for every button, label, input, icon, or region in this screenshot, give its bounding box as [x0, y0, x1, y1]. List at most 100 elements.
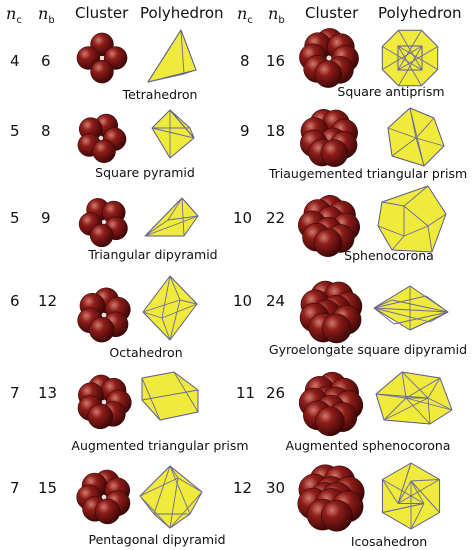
- entry-7-nc: 9: [240, 122, 250, 140]
- polyhedron-4-edge: [141, 377, 161, 421]
- entry-2-name: Triangular dipyramid: [88, 247, 218, 262]
- polyhedron-9-edge: [373, 307, 395, 325]
- polyhedron-2-edge: [144, 215, 199, 237]
- polyhedron-7-edge: [391, 137, 417, 157]
- polyhedron-10-edge: [405, 397, 431, 425]
- polyhedron-0-face2: [147, 29, 197, 83]
- cluster-9-sphere: [321, 313, 352, 344]
- entry-2-nb: 9: [41, 209, 51, 227]
- cluster-8-sphere: [313, 228, 343, 258]
- polyhedron-2-edge: [144, 219, 169, 237]
- entry-1-nb: 8: [41, 122, 51, 140]
- entry-4-nc: 7: [10, 384, 20, 402]
- polyhedron-6-edge: [397, 30, 422, 71]
- entry-8-nc: 10: [233, 209, 253, 227]
- polyhedron-9-edge: [373, 307, 431, 323]
- polyhedron-5-edge: [169, 513, 191, 529]
- polyhedron-3-edge: [161, 317, 171, 341]
- polyhedron-8-edge: [403, 225, 429, 237]
- cluster-3-sphere: [89, 316, 115, 343]
- entry-3-nc: 6: [10, 292, 20, 310]
- polyhedron-0-edge: [180, 29, 185, 75]
- polyhedron-5-edge: [169, 465, 191, 515]
- polyhedron-3-edge: [142, 311, 163, 319]
- polyhedron-5-edge: [169, 465, 203, 493]
- polyhedron-5-edge: [177, 477, 203, 493]
- entry-2-nc: 5: [10, 209, 20, 227]
- polyhedron-7-edge: [415, 117, 435, 139]
- polyhedron-3-edge: [161, 275, 171, 319]
- polyhedron-11-edge: [410, 480, 440, 513]
- polyhedron-5-edge: [169, 465, 179, 479]
- polyhedron-9-edge: [429, 311, 449, 323]
- polyhedron-11-edge: [410, 503, 425, 530]
- cluster-5-sphere: [94, 498, 121, 525]
- cluster-0-sphere: [90, 59, 114, 84]
- entry-3-name: Octahedron: [109, 345, 183, 360]
- entry-7-nb: 18: [266, 122, 286, 140]
- polyhedron-10-edge: [375, 393, 429, 399]
- polyhedron-8-edge: [427, 213, 447, 227]
- header-cluster-left: Cluster: [75, 4, 129, 22]
- polyhedron-5-edge: [189, 491, 203, 515]
- polyhedron-3-edge: [142, 299, 181, 313]
- polyhedron-1-face: [151, 109, 195, 159]
- entry-8-nb: 22: [266, 209, 286, 227]
- polyhedron-6-edge: [398, 45, 423, 86]
- entry-6-nb: 16: [266, 52, 286, 70]
- polyhedron-9-edge: [373, 307, 449, 313]
- polyhedron-5-edge: [169, 491, 203, 529]
- entry-10-nc: 11: [236, 384, 256, 402]
- polyhedron-0-edge: [183, 69, 197, 75]
- polyhedron-9-edge: [425, 295, 449, 313]
- entry-9-nc: 10: [233, 292, 253, 310]
- entry-11-nc: 12: [233, 479, 253, 497]
- polyhedron-10-edge: [383, 397, 407, 421]
- entry-10-nb: 26: [266, 384, 286, 402]
- polyhedron-8-edge: [391, 235, 405, 251]
- polyhedron-5-face: [139, 465, 203, 529]
- polyhedron-9-edge: [373, 299, 393, 309]
- polyhedron-6-edge: [382, 46, 423, 71]
- entry-3-nb: 12: [38, 292, 58, 310]
- polyhedron-3-face: [142, 275, 198, 341]
- polyhedron-3-edge: [169, 299, 181, 341]
- header-nb-right: nb: [268, 4, 285, 26]
- entry-4-name: Augmented triangular prism: [71, 438, 249, 453]
- header-nb-left: nb: [38, 4, 55, 26]
- polyhedron-7-edge: [387, 127, 417, 139]
- polyhedron-8-face: [377, 185, 447, 253]
- polyhedron-8-edge: [427, 225, 433, 253]
- entry-6-name: Square antiprism: [337, 84, 445, 99]
- entry-0-nc: 4: [10, 52, 20, 70]
- polyhedron-5-edge: [139, 495, 155, 515]
- polyhedron-9-edge: [393, 311, 449, 325]
- polyhedron-11-edge: [397, 462, 412, 504]
- cluster-10-sphere: [314, 406, 345, 437]
- entry-1-nc: 5: [10, 122, 20, 140]
- polyhedron-7-edge: [409, 107, 425, 167]
- polyhedron-10-edge: [401, 371, 429, 399]
- entry-11-name: Icosahedron: [350, 534, 428, 549]
- entry-10-name: Augmented sphenocorona: [285, 438, 451, 453]
- cluster-1-sphere: [92, 139, 116, 163]
- polyhedron-2-edge: [167, 197, 183, 221]
- polyhedron-10-edge: [427, 377, 441, 399]
- polyhedron-0-edge: [147, 73, 185, 83]
- polyhedron-11-edge: [410, 479, 440, 482]
- polyhedron-2-edge: [167, 215, 199, 221]
- header-nc-left: nc: [6, 4, 22, 26]
- polyhedron-1-face2: [169, 109, 195, 139]
- polyhedron-3-edge: [179, 299, 198, 305]
- polyhedron-4-face: [141, 371, 199, 421]
- header-polyhedron-right: Polyhedron: [378, 4, 462, 22]
- entry-1-name: Square pyramid: [95, 165, 195, 180]
- entry-11-nb: 30: [266, 479, 286, 497]
- polyhedron-3-edge: [161, 303, 198, 319]
- entry-9-nb: 24: [266, 292, 286, 310]
- polyhedron-5-edge: [169, 477, 179, 529]
- polyhedron-8-edge: [381, 201, 405, 207]
- polyhedron-5-edge: [139, 465, 171, 497]
- cluster-7-sphere: [320, 139, 349, 167]
- polyhedron-10-edge: [427, 397, 431, 425]
